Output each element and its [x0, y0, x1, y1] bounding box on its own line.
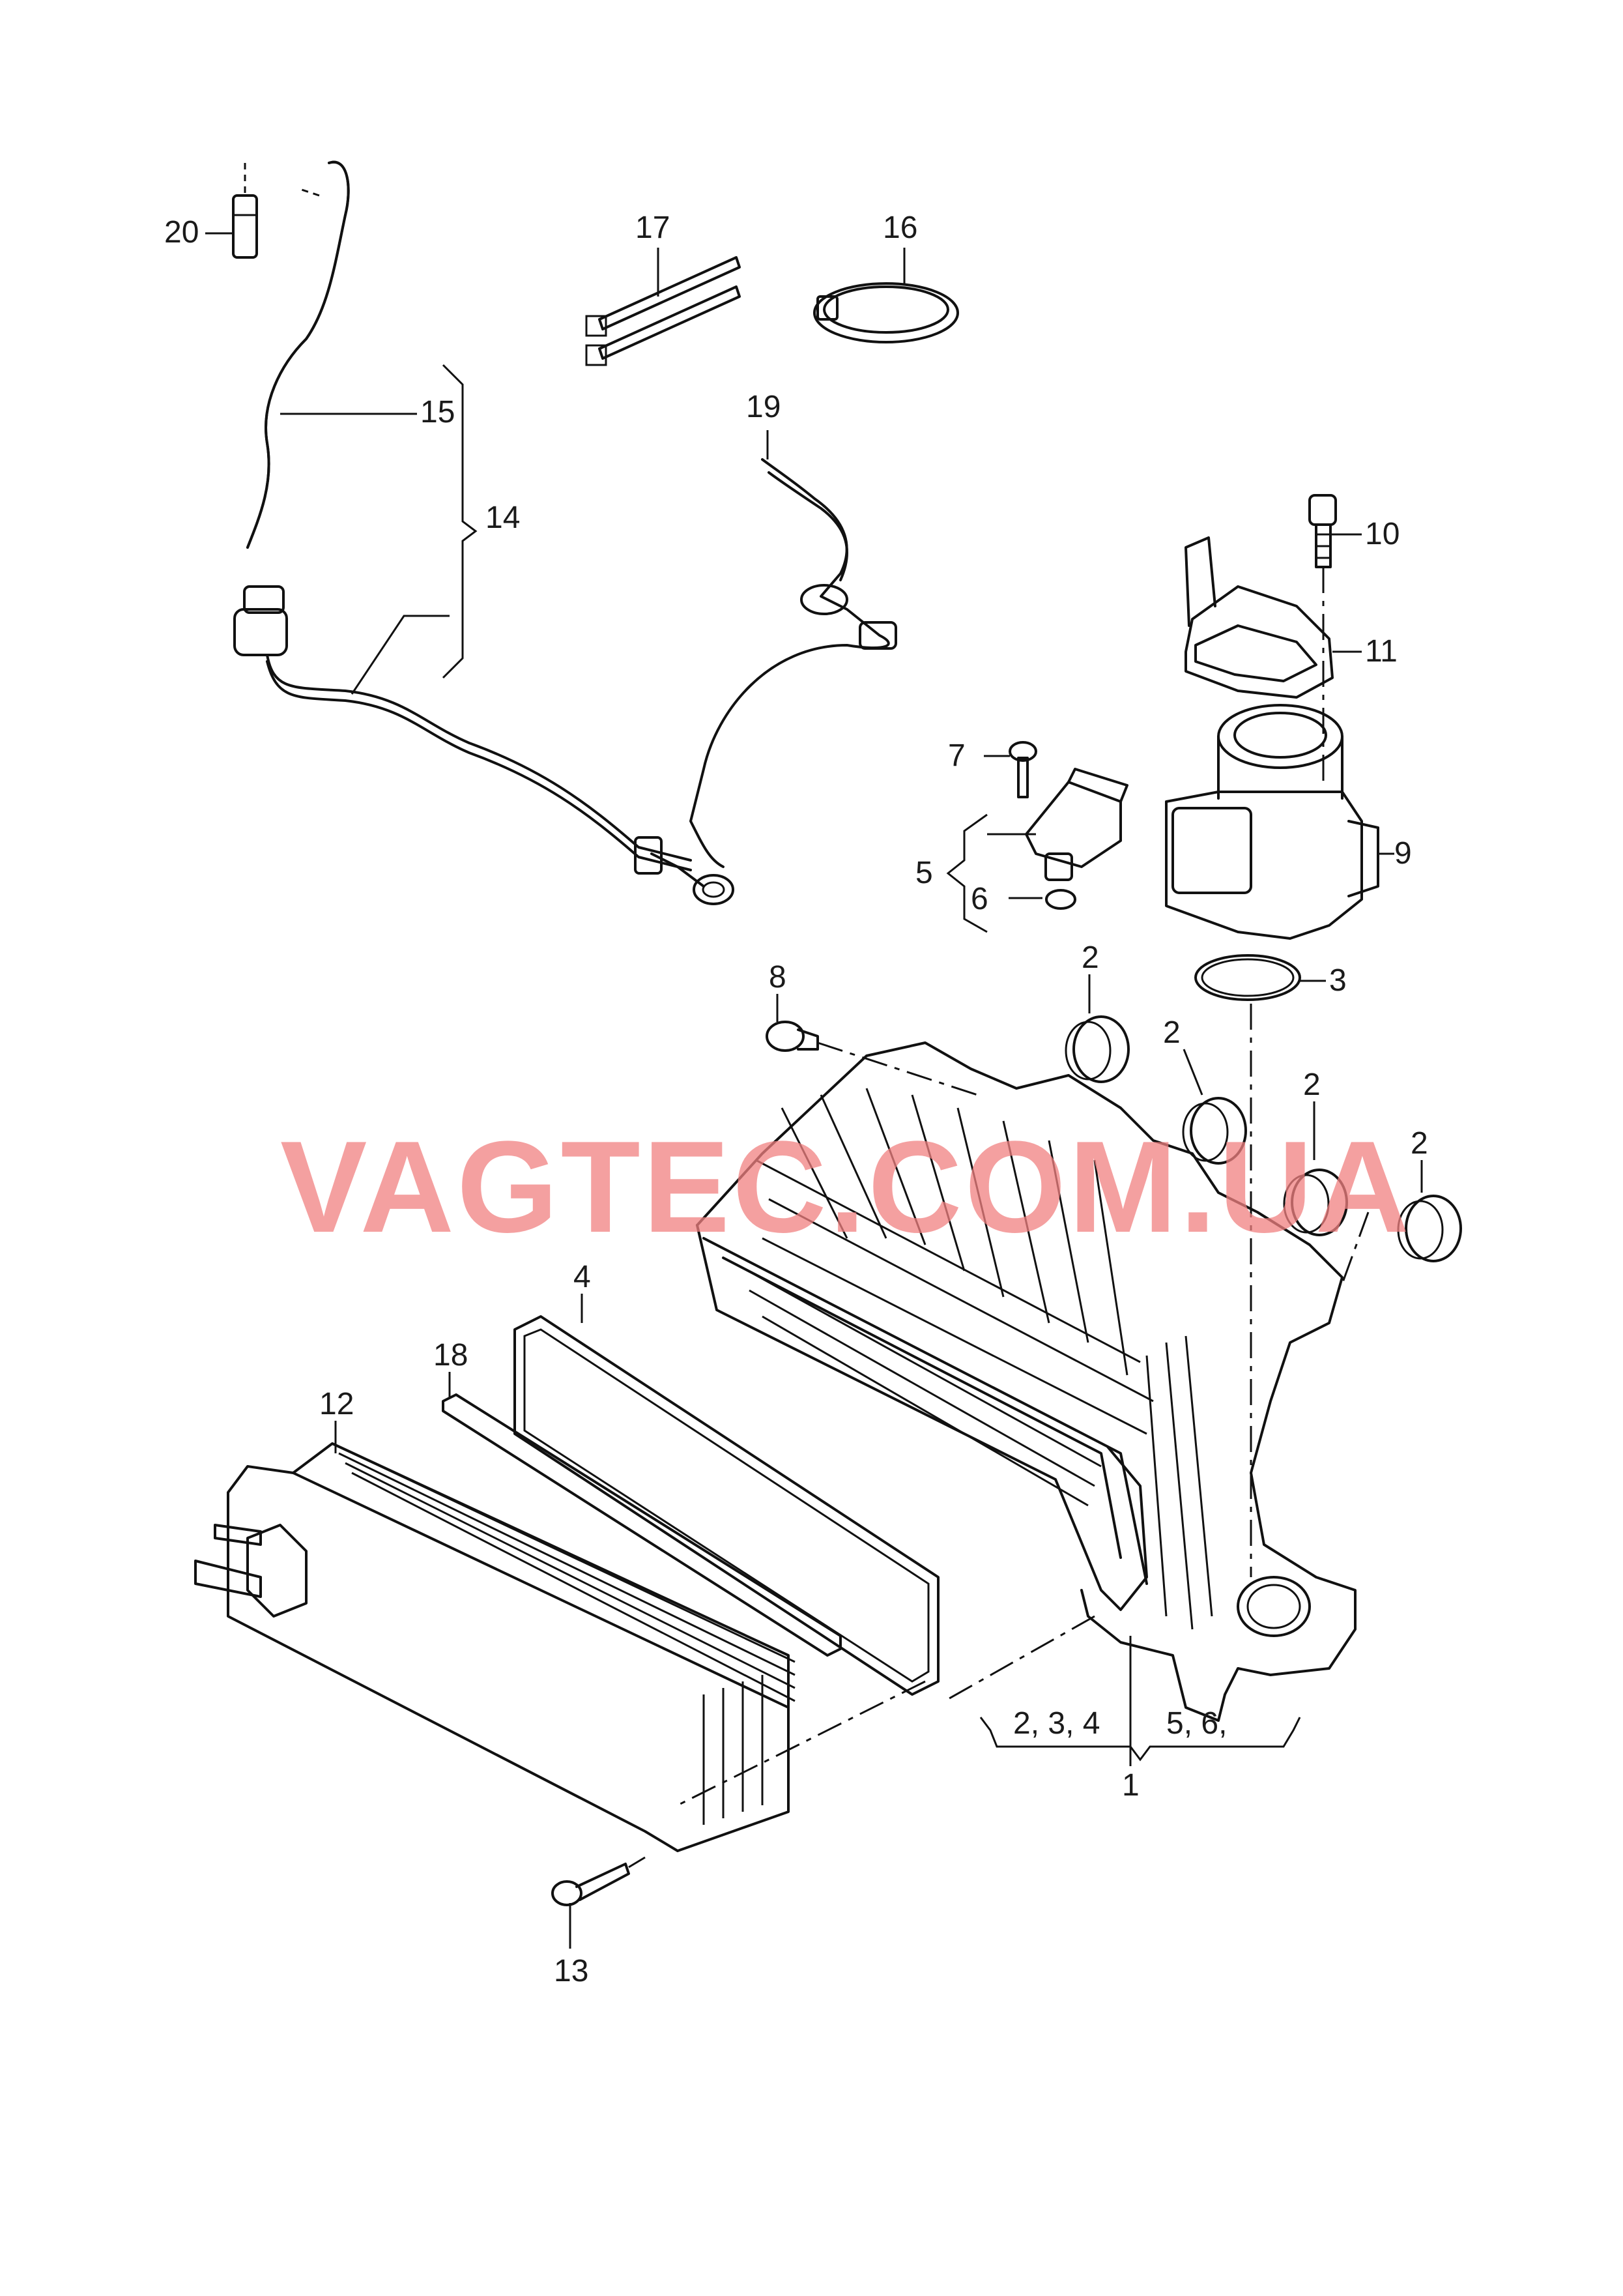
part-16-clamp — [813, 248, 959, 343]
callout-17: 17 — [635, 211, 670, 245]
callout-19: 19 — [746, 390, 781, 424]
part-13-bolt — [551, 1856, 646, 1949]
callout-group-left: 2, 3, 4 — [1013, 1706, 1100, 1741]
part-8-bolt — [766, 994, 978, 1096]
part-20-connector — [205, 163, 258, 259]
callout-2c: 2 — [1303, 1068, 1321, 1102]
part-14-valve-line — [233, 585, 734, 905]
callout-9: 9 — [1394, 836, 1412, 871]
part-12-cooler — [194, 1421, 796, 1852]
callout-12: 12 — [319, 1387, 354, 1421]
part-17-cable-ties — [585, 248, 741, 366]
callout-18: 18 — [433, 1338, 468, 1373]
part-11-bracket — [1185, 536, 1362, 699]
callout-20: 20 — [164, 215, 199, 250]
callout-2a: 2 — [1082, 940, 1099, 975]
callout-14: 14 — [485, 501, 520, 535]
callout-8: 8 — [769, 960, 786, 995]
callout-6: 6 — [971, 882, 988, 916]
part-2-seal-c — [1283, 1101, 1348, 1236]
callout-10: 10 — [1365, 517, 1400, 551]
alignment-line — [944, 1615, 1095, 1702]
callout-7: 7 — [948, 738, 966, 773]
part-6-o-ring — [1009, 889, 1076, 910]
part-10-bolt — [1308, 494, 1362, 782]
callout-11: 11 — [1365, 634, 1398, 669]
part-2-seal-a — [1065, 974, 1130, 1083]
watermark: VAGTEC.COM.UA — [280, 1114, 1412, 1260]
part-2-seal-d — [1397, 1160, 1462, 1262]
callout-3: 3 — [1329, 963, 1347, 998]
part-2-seal-b — [1182, 1049, 1247, 1165]
alignment-line — [677, 1680, 926, 1807]
part-5-sensor — [946, 768, 1128, 933]
callout-5: 5 — [915, 856, 933, 890]
callout-group-right: 5, 6, — [1166, 1706, 1227, 1741]
part-18-seal-strip — [442, 1372, 842, 1657]
part-1-intake-manifold — [696, 1004, 1370, 1766]
group-bracket-1 — [979, 1717, 1301, 1762]
callout-2d: 2 — [1411, 1126, 1428, 1161]
part-7-screw — [984, 741, 1037, 798]
callout-16: 16 — [883, 211, 917, 245]
part-9-throttle-body — [1165, 704, 1394, 940]
part-14-bracket — [442, 364, 478, 679]
part-19-vent-line — [689, 430, 897, 868]
callout-2b: 2 — [1163, 1015, 1181, 1050]
callout-4: 4 — [573, 1260, 591, 1294]
callout-1: 1 — [1122, 1768, 1140, 1803]
callout-13: 13 — [554, 1954, 588, 1988]
part-15-hose — [246, 160, 417, 549]
callout-15: 15 — [420, 395, 455, 429]
part-3-o-ring — [1194, 954, 1326, 1001]
part-4-gasket — [513, 1294, 940, 1696]
